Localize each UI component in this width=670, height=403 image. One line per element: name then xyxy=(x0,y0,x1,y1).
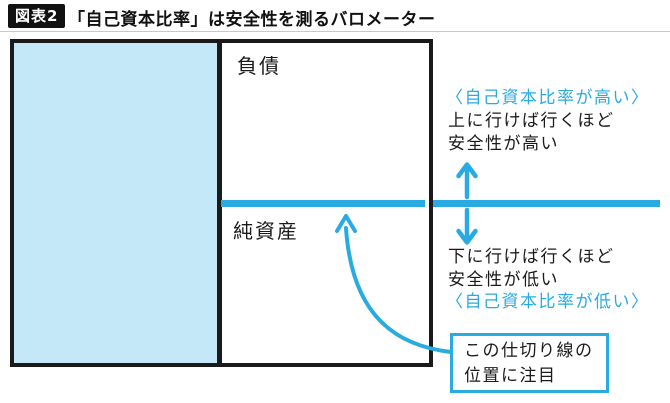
liabilities-label: 負債 xyxy=(237,54,281,78)
high-ratio-label: 〈自己資本比率が高い〉 xyxy=(446,88,650,108)
callout-line2: 位置に注目 xyxy=(464,366,557,386)
higher-note-line1: 上に行けば行くほど xyxy=(448,111,615,131)
callout-box: この仕切り線の 位置に注目 xyxy=(450,333,609,393)
higher-note-line2: 安全性が高い xyxy=(448,134,559,154)
lower-note-line1: 下に行けば行くほど xyxy=(448,247,615,267)
lower-note-line2: 安全性が低い xyxy=(448,270,559,290)
equity-divider-line-extension xyxy=(433,200,660,207)
low-ratio-label: 〈自己資本比率が低い〉 xyxy=(446,292,650,312)
equity-divider-line xyxy=(221,200,425,207)
down-arrow-icon xyxy=(456,207,478,245)
assets-panel xyxy=(14,43,222,363)
figure-number-badge: 図表2 xyxy=(8,4,66,28)
up-arrow-icon xyxy=(456,162,478,200)
figure-title: 「自己資本比率」は安全性を測るバロメーター xyxy=(68,10,436,30)
callout-line1: この仕切り線の xyxy=(464,341,594,361)
net-assets-label: 純資産 xyxy=(233,219,299,243)
header-divider-rule xyxy=(0,31,670,32)
